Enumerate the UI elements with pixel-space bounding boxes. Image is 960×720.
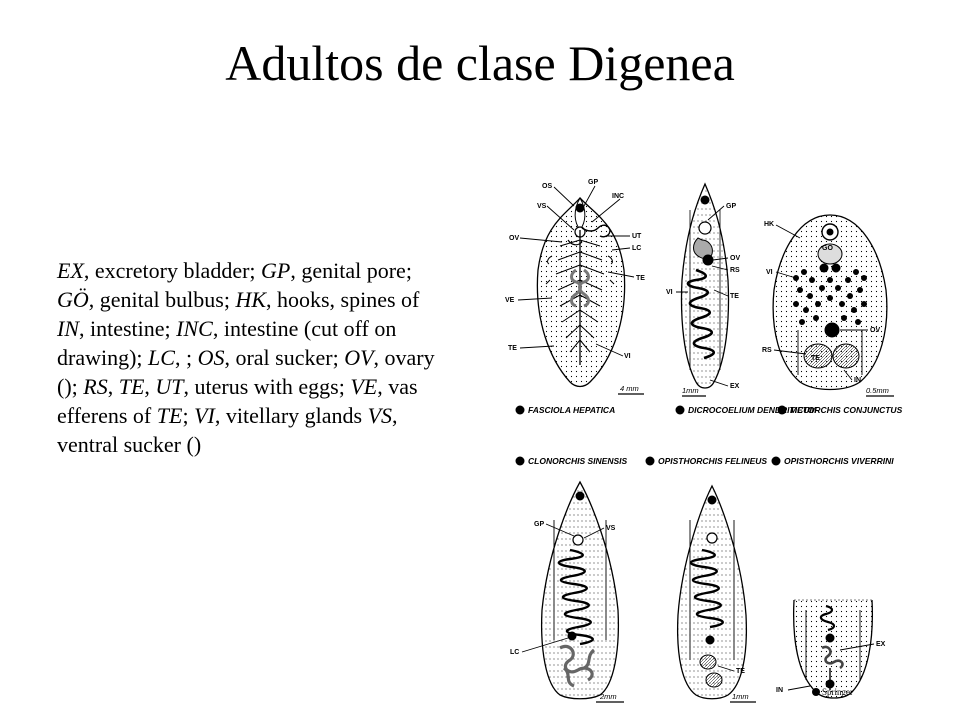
felineus-labels: TE	[736, 668, 745, 675]
svg-text:HK: HK	[764, 221, 774, 228]
svg-text:OV: OV	[870, 327, 880, 334]
clonorchis-sinensis-drawing	[540, 480, 620, 700]
legend-entry: TE;	[156, 403, 195, 428]
clonorchis-leaders	[521, 523, 605, 653]
publisher-mark: Springer	[812, 687, 853, 697]
viverrini-leaders	[787, 643, 875, 691]
svg-text:RS: RS	[762, 347, 772, 354]
svg-text:LC: LC	[632, 245, 641, 252]
svg-text:2mm: 2mm	[599, 692, 617, 701]
svg-text:VI: VI	[766, 269, 773, 276]
viverrini-labels: EX IN	[776, 641, 886, 694]
svg-text:INC: INC	[612, 193, 624, 200]
svg-text:1mm: 1mm	[682, 386, 699, 395]
dicrocoelium-labels: GP OV RS TE VI EX	[666, 203, 740, 390]
svg-text:VI: VI	[624, 353, 631, 360]
legend-entry: OS, oral sucker;	[197, 345, 345, 370]
legend-entry: GP, genital pore;	[261, 258, 412, 283]
opisthorchis-felineus-drawing	[676, 484, 748, 700]
legend-entry: INC, intestine (cut off on drawing);	[57, 316, 397, 370]
svg-text:VS: VS	[537, 203, 547, 210]
legend-entry: RS,	[83, 374, 119, 399]
svg-text:4 mm: 4 mm	[620, 384, 639, 393]
clonorchis-scale: 2mm	[596, 692, 624, 703]
svg-text:RS: RS	[730, 267, 740, 274]
svg-text:VS: VS	[606, 525, 616, 532]
svg-text:GÖ: GÖ	[822, 243, 833, 252]
svg-text:METORCHIS CONJUNCTUS: METORCHIS CONJUNCTUS	[790, 405, 903, 415]
abbreviation-legend: EX, excretory bladder; GP, genital pore;…	[57, 256, 447, 459]
svg-text:GP: GP	[726, 203, 736, 210]
svg-text:TE: TE	[508, 345, 517, 352]
species-caption-felineus: OPISTHORCHIS FELINEUS	[645, 456, 767, 466]
svg-text:EX: EX	[730, 383, 740, 390]
species-caption-clonorchis: CLONORCHIS SINENSIS	[515, 456, 628, 466]
metorchis-conjunctus-drawing	[772, 214, 888, 391]
svg-text:OPISTHORCHIS FELINEUS: OPISTHORCHIS FELINEUS	[658, 456, 767, 466]
svg-text:IN: IN	[854, 377, 861, 384]
slide-title: Adultos de clase Digenea	[225, 35, 735, 91]
svg-text:OS: OS	[542, 183, 552, 190]
felineus-leaders	[717, 665, 735, 672]
fasciola-labels: OS GP VS INC OV UT LC TE VE TE VI	[505, 179, 645, 360]
metorchis-labels: HK GÖ VI OV RS TE IN	[762, 221, 880, 384]
legend-entry: LC, ;	[148, 345, 198, 370]
svg-text:OV: OV	[730, 255, 740, 262]
svg-text:1mm: 1mm	[732, 692, 749, 701]
legend-entry: UT, uterus with eggs;	[155, 374, 351, 399]
svg-text:UT: UT	[632, 233, 642, 240]
svg-text:0.5mm: 0.5mm	[866, 386, 889, 395]
legend-entry: EX, excretory bladder;	[57, 258, 262, 283]
svg-text:OPISTHORCHIS VIVERRINI: OPISTHORCHIS VIVERRINI	[784, 456, 894, 466]
metorchis-scale: 0.5mm	[866, 386, 894, 397]
legend-entry: OV, ovary ();	[57, 345, 435, 399]
species-caption-dicrocoelium: DICROCOELIUM DENDRITICUM	[675, 405, 817, 415]
svg-text:VI: VI	[666, 289, 673, 296]
svg-text:TE: TE	[811, 355, 820, 362]
dicrocoelium-leaders	[676, 205, 729, 387]
svg-text:GP: GP	[588, 179, 598, 186]
dicrocoelium-dendriticum-drawing	[680, 182, 730, 389]
svg-text:DICROCOELIUM DENDRITICUM: DICROCOELIUM DENDRITICUM	[688, 405, 817, 415]
svg-text:CLONORCHIS SINENSIS: CLONORCHIS SINENSIS	[528, 456, 628, 466]
legend-entry: HK, hooks, spines of	[235, 287, 420, 312]
digenea-figure: OS GP VS INC OV UT LC TE VE TE VI 4 mm	[500, 170, 910, 710]
digenea-drawings: OS GP VS INC OV UT LC TE VE TE VI 4 mm	[505, 179, 903, 703]
species-caption-metorchis: METORCHIS CONJUNCTUS	[777, 405, 903, 415]
svg-text:OV: OV	[509, 235, 519, 242]
dicrocoelium-scale: 1mm	[682, 386, 706, 397]
legend-entry: IN, intestine;	[57, 316, 177, 341]
clonorchis-labels: GP VS LC	[510, 521, 616, 656]
legend-entry: GÖ, genital bulbus;	[57, 287, 236, 312]
legend-entry: VE, vas efferens of	[57, 374, 418, 428]
svg-text:Springer: Springer	[822, 687, 853, 697]
svg-text:TE: TE	[736, 668, 745, 675]
vitellary-glands-cluster	[793, 269, 867, 325]
fasciola-scale: 4 mm	[618, 384, 644, 395]
legend-entry: TE,	[118, 374, 156, 399]
svg-text:EX: EX	[876, 641, 886, 648]
felineus-scale: 1mm	[730, 692, 756, 703]
svg-text:TE: TE	[730, 293, 739, 300]
svg-text:VE: VE	[505, 297, 515, 304]
legend-entry: VS, ventral sucker ()	[57, 403, 398, 457]
opisthorchis-viverrini-drawing	[793, 599, 874, 699]
fasciola-leaders	[517, 185, 635, 357]
svg-text:GP: GP	[534, 521, 544, 528]
metorchis-leaders	[773, 224, 868, 381]
species-caption-viverrini: OPISTHORCHIS VIVERRINI	[771, 456, 894, 466]
svg-text:LC: LC	[510, 649, 519, 656]
legend-entry: VI, vitellary glands	[194, 403, 368, 428]
svg-text:FASCIOLA HEPATICA: FASCIOLA HEPATICA	[528, 405, 615, 415]
svg-text:IN: IN	[776, 687, 783, 694]
species-caption-fasciola: FASCIOLA HEPATICA	[515, 405, 615, 415]
svg-text:TE: TE	[636, 275, 645, 282]
fasciola-hepatica-drawing	[536, 197, 626, 388]
